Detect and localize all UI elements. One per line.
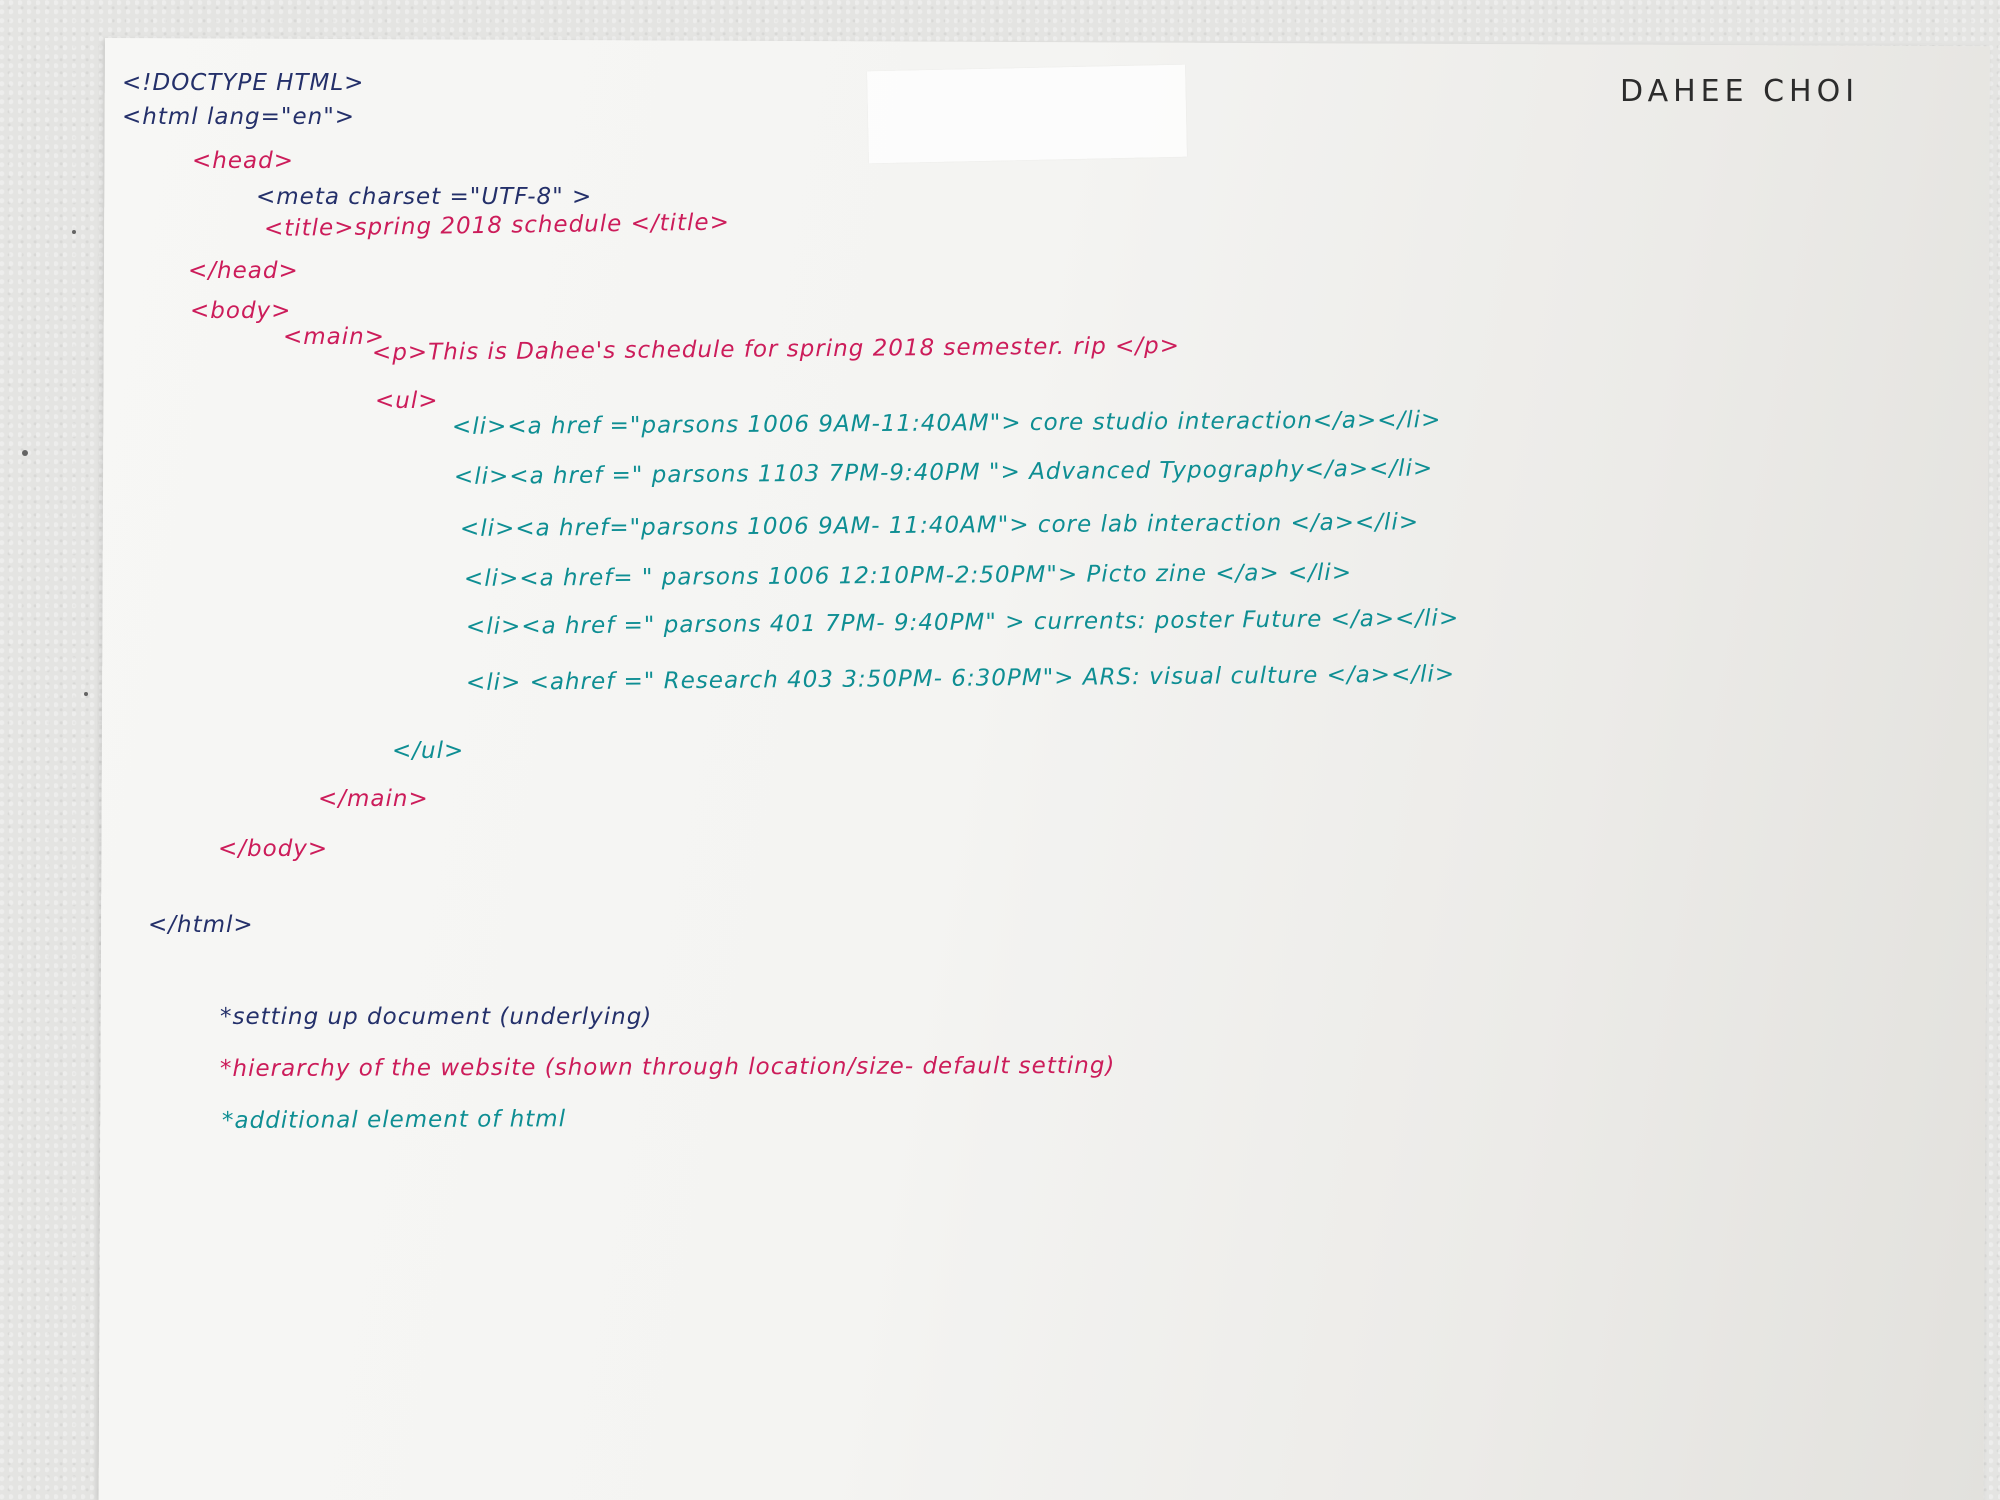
code-ul-close: </ul> bbox=[392, 738, 465, 764]
note-item: *setting up document (underlying) bbox=[220, 1004, 653, 1030]
note-item: *hierarchy of the website (shown through… bbox=[219, 1052, 1116, 1082]
author-signature: DAHEE CHOI bbox=[1620, 74, 1860, 109]
paper-sheet bbox=[98, 38, 1990, 1500]
code-body-open: <body> bbox=[190, 298, 292, 324]
code-doctype: <!DOCTYPE HTML> bbox=[122, 70, 365, 96]
code-html-close: </html> bbox=[148, 912, 254, 938]
wall-speck bbox=[22, 450, 28, 456]
code-html-open: <html lang="en"> bbox=[122, 104, 356, 130]
wall-speck bbox=[84, 692, 88, 696]
code-head-close: </head> bbox=[188, 258, 299, 284]
note-item: *additional element of html bbox=[221, 1106, 567, 1134]
code-ul-open: <ul> bbox=[375, 388, 439, 414]
code-meta: <meta charset ="UTF-8" > bbox=[256, 184, 593, 210]
code-head-open: <head> bbox=[192, 148, 294, 174]
masking-tape bbox=[867, 64, 1187, 164]
code-main-open: <main> bbox=[283, 324, 386, 350]
wall-speck bbox=[72, 230, 76, 234]
code-body-close: </body> bbox=[218, 836, 329, 862]
code-main-close: </main> bbox=[318, 786, 429, 812]
